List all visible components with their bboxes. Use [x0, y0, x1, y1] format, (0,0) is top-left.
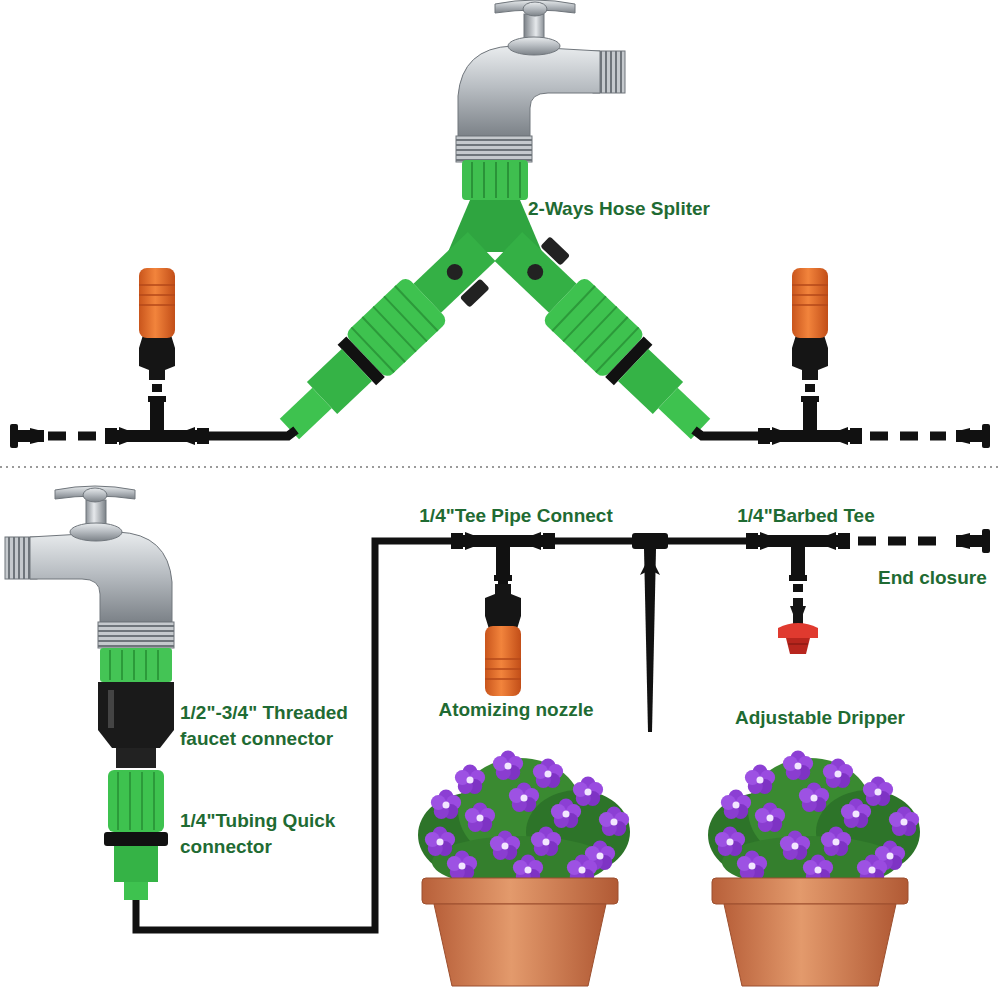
hose-splitter [268, 160, 725, 455]
tee-fitting [758, 396, 862, 445]
atomizing-nozzle [485, 584, 521, 696]
tee-fitting [105, 396, 209, 445]
barbed-tee [746, 532, 850, 581]
part-label: 1/4"Barbed Tee [737, 503, 875, 529]
end-closure [956, 424, 990, 448]
ground-stake [632, 533, 668, 732]
end-closure [10, 424, 44, 448]
tee-fitting [451, 532, 555, 581]
potted-plant [708, 751, 920, 987]
faucet [456, 0, 625, 162]
part-label: 1/4"Tubing Quick connector [180, 808, 340, 860]
atomizing-nozzle [792, 268, 828, 380]
quick-connector [104, 770, 168, 900]
separator-line [0, 466, 1000, 468]
part-label: Atomizing nozzle [438, 697, 593, 723]
part-label: Adjustable Dripper [735, 705, 905, 731]
end-closure [956, 529, 990, 553]
adjustable-dripper [778, 598, 818, 654]
faucet [5, 486, 174, 648]
part-label: 1/2"-3/4" Threaded faucet connector [180, 700, 375, 752]
part-label: 1/4"Tee Pipe Connect [419, 503, 612, 529]
potted-plant [418, 751, 630, 987]
faucet-connector [98, 648, 174, 768]
atomizing-nozzle [139, 268, 175, 380]
part-label: 2-Ways Hose Spliter [528, 196, 710, 222]
part-label: End closure [878, 565, 987, 591]
